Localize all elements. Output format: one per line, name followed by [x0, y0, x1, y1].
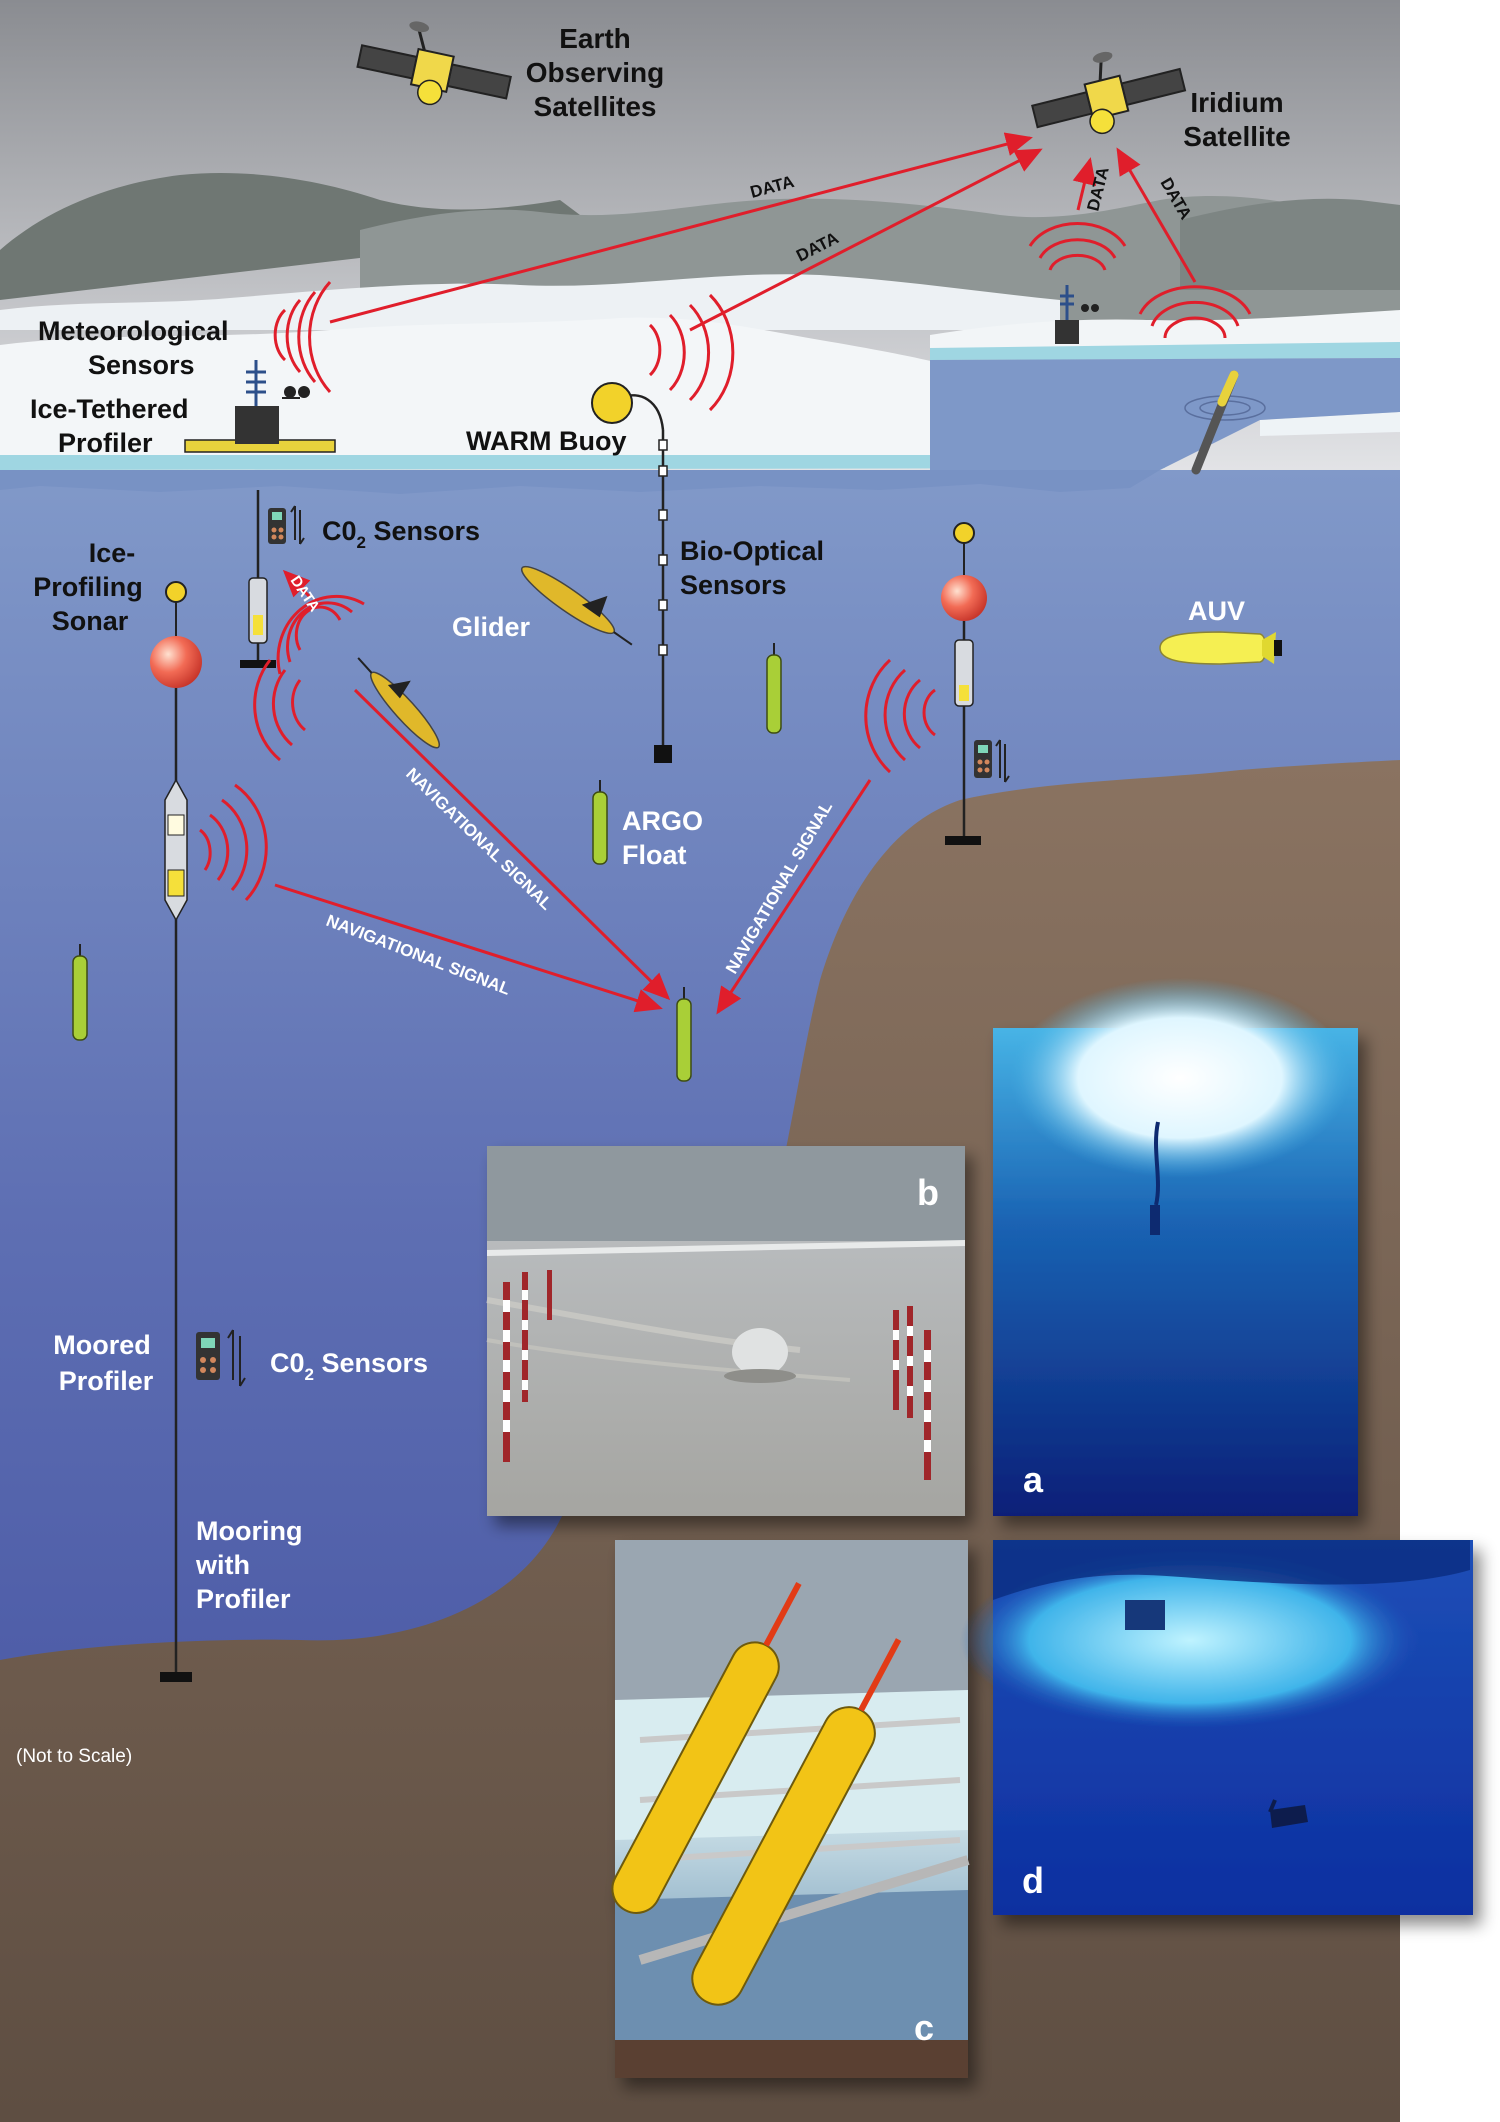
- signal-waves-glider-surface: [1138, 285, 1252, 339]
- label-ice-profiling-1: Ice-: [89, 538, 136, 568]
- data-arrow-itp-right: [1072, 157, 1097, 211]
- label-earth-observing-1: Earth: [559, 23, 631, 54]
- photo-label-a: a: [1023, 1459, 1044, 1500]
- nav-arrow-right: [716, 779, 872, 1015]
- label-ice-profiling-3: Sonar: [52, 606, 129, 636]
- photo-panel-b: [486, 1146, 965, 1516]
- glider-icon-lower: [357, 657, 441, 749]
- ice-floe-main: [0, 317, 1150, 460]
- label-moored-1: Moored: [53, 1330, 151, 1360]
- right-mooring: [941, 522, 1010, 845]
- glider-icon-upper: [520, 565, 633, 646]
- argo-float-icon-3: [72, 944, 88, 1041]
- label-bio-optical-2: Sensors: [680, 570, 787, 600]
- argo-float-icon-1: [766, 643, 782, 734]
- surface-glider-icon: [1184, 370, 1266, 475]
- label-ice-tethered: Ice-Tethered: [30, 394, 189, 424]
- co2-sensor-bottom-icon: [196, 1329, 246, 1387]
- nav-arrow-glider: [353, 688, 671, 1001]
- label-moored-2: Profiler: [59, 1366, 154, 1396]
- photo-label-b: b: [917, 1172, 939, 1213]
- itp-profiler-tether: [240, 490, 276, 668]
- label-mooring-3: Profiler: [196, 1584, 291, 1614]
- data-arrow-met: [329, 132, 1033, 324]
- label-earth-observing-2: Observing: [526, 57, 664, 88]
- data-arrow-underwater: [282, 569, 312, 599]
- ice-edge: [0, 455, 1165, 470]
- itp-station-right: [1055, 285, 1099, 344]
- label-earth-observing-3: Satellites: [534, 91, 657, 122]
- ice-floe-right: [930, 310, 1400, 352]
- mountain-right: [1180, 198, 1400, 290]
- label-iridium-2: Satellite: [1183, 121, 1290, 152]
- label-co2-top: C02 Sensors: [322, 516, 480, 552]
- photo-panel-a: [993, 978, 1358, 1516]
- signal-waves-moored-profiler: [199, 783, 268, 902]
- data-arrow-warm: [689, 148, 1043, 332]
- signal-waves-right-mooring: [864, 658, 936, 774]
- warm-buoy: [591, 382, 672, 763]
- label-co2-bottom: C02 Sensors: [270, 1348, 428, 1384]
- label-meteorological: Meteorological: [38, 316, 229, 346]
- open-water-lead: [930, 358, 1400, 470]
- photo-label-c: c: [914, 2007, 934, 2048]
- label-not-to-scale: (Not to Scale): [16, 1746, 132, 1767]
- earth-observing-satellite-icon: [356, 21, 512, 106]
- label-bio-optical-1: Bio-Optical: [680, 536, 824, 566]
- photo-panel-c: [611, 1540, 970, 2078]
- ice-edge-right: [930, 342, 1400, 360]
- argo-float-icon-2: [592, 780, 608, 865]
- nav-arrow-mooring: [274, 883, 663, 1013]
- ice-profiling-sonar-mooring: [150, 581, 202, 1682]
- label-profiler: Profiler: [58, 428, 153, 458]
- photo-label-d: d: [1022, 1860, 1044, 1901]
- signal-waves-warm: [648, 293, 735, 412]
- photo-panel-d: [960, 1540, 1473, 1915]
- label-argo-2: Float: [622, 840, 687, 870]
- iridium-satellite-icon: [1031, 51, 1187, 135]
- auv-icon: [1159, 631, 1282, 665]
- ice-far: [0, 274, 1060, 330]
- label-sensors: Sensors: [88, 350, 195, 380]
- label-iridium-1: Iridium: [1190, 87, 1283, 118]
- label-warm-buoy: WARM Buoy: [466, 426, 626, 456]
- co2-sensor-top-icon: [268, 505, 305, 545]
- ice-tethered-profiler-station: [184, 360, 336, 453]
- label-glider: Glider: [452, 612, 531, 642]
- signal-waves-itp-right: [1028, 221, 1127, 271]
- label-mooring-2: with: [195, 1550, 250, 1580]
- ice-underside: [0, 470, 1160, 494]
- label-ice-profiling-2: Profiling: [33, 572, 143, 602]
- label-auv: AUV: [1188, 596, 1245, 626]
- label-argo-1: ARGO: [622, 806, 703, 836]
- signal-waves-itp-underwater: [253, 594, 365, 762]
- label-mooring-1: Mooring: [196, 1516, 302, 1546]
- signal-waves-met: [273, 280, 332, 394]
- argo-float-icon-target: [676, 987, 692, 1082]
- data-arrow-glider: [1116, 147, 1197, 283]
- mountain-left: [0, 172, 600, 300]
